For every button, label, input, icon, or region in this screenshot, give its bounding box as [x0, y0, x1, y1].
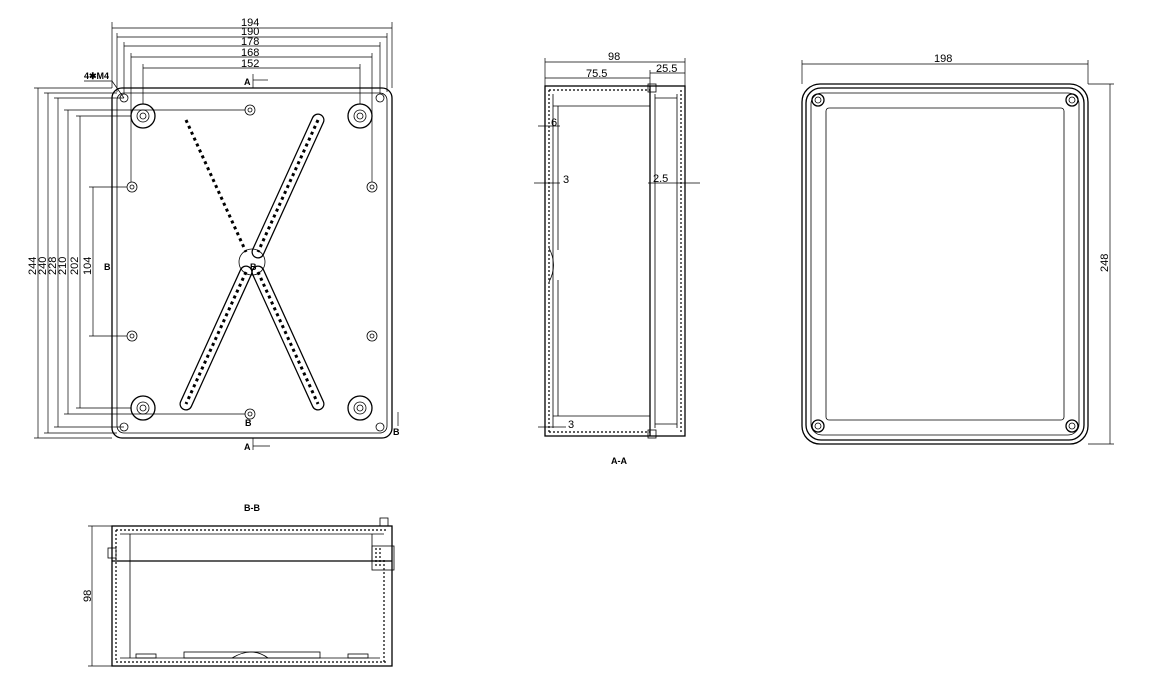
- section-b-bottom-label: B: [245, 418, 252, 428]
- dim-width-168: 168: [241, 47, 259, 59]
- dim-height-244: 244: [27, 257, 39, 275]
- aa-outer-outline: [544, 85, 686, 437]
- dim-height-210: 210: [57, 257, 69, 275]
- aa-section-title: A-A: [611, 456, 627, 466]
- aa-dim-25-5: 25.5: [656, 63, 677, 75]
- lid-panel-outline: [825, 107, 1065, 421]
- hole-label: 4✱M4: [84, 71, 109, 81]
- front-view: A A B B B B 194 190 178: [27, 17, 400, 452]
- section-b-right-label: B: [393, 427, 400, 437]
- aa-dim-2-5: 2.5: [653, 173, 668, 185]
- aa-dim-3-side: 3: [563, 174, 569, 186]
- bb-outer-outline: [111, 525, 393, 667]
- lid-view: 198 248: [801, 53, 1114, 445]
- section-b-markers: B B B B: [104, 262, 400, 437]
- aa-dim-3-bottom: 3: [568, 419, 574, 431]
- bb-section-title: B-B: [244, 503, 260, 513]
- section-aa-view: 98 75.5 25.5 6 3 2.5 3 A-A: [534, 51, 700, 466]
- lid-dim-198: 198: [934, 53, 952, 65]
- dim-width-194: 194: [241, 17, 259, 29]
- section-a-markers: A A: [244, 74, 270, 452]
- lid-screws: [811, 93, 1079, 433]
- section-a-bottom-label: A: [244, 442, 251, 452]
- dim-width-152: 152: [241, 58, 259, 70]
- lid-outer-outline: [801, 83, 1089, 445]
- lid-mid-outline: [805, 87, 1085, 441]
- aa-dim-75-5: 75.5: [586, 68, 607, 80]
- aa-dim-98: 98: [608, 51, 620, 63]
- section-b-left-label: B: [104, 262, 111, 272]
- mounting-rails: [179, 113, 325, 411]
- aa-dim-6: 6: [551, 117, 557, 129]
- height-dimensions: 244 240 228 210 202 104: [27, 87, 245, 439]
- dim-height-202: 202: [69, 257, 81, 275]
- bb-dim-98: 98: [82, 590, 94, 602]
- front-outer-outline: [111, 87, 393, 439]
- hole-callout: 4✱M4: [84, 71, 125, 99]
- width-dimensions: 194 190 178 168 152: [111, 17, 393, 182]
- dim-height-228: 228: [47, 257, 59, 275]
- lid-inner-outline: [810, 92, 1080, 436]
- dim-height-104: 104: [82, 257, 94, 275]
- section-a-top-label: A: [244, 77, 251, 87]
- dim-width-178: 178: [241, 36, 259, 48]
- section-bb-view: B-B 98: [82, 503, 395, 667]
- front-inner-outline: [116, 92, 388, 434]
- lid-dim-248: 248: [1099, 254, 1111, 272]
- section-b-center-label: B: [250, 262, 257, 272]
- dim-height-240: 240: [37, 257, 49, 275]
- dim-width-190: 190: [241, 26, 259, 38]
